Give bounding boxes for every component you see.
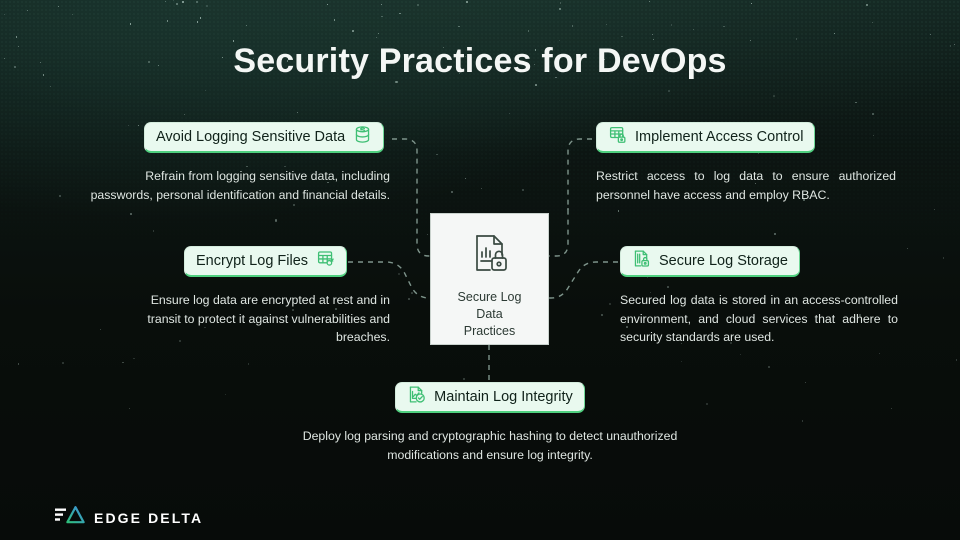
document-bar-chart-lock-icon xyxy=(468,231,512,280)
table-lock-icon xyxy=(608,125,627,149)
center-node-label-line: Practices xyxy=(463,324,516,338)
practice-description: Restrict access to log data to ensure au… xyxy=(596,169,896,202)
practice-block-avoid-logging-sensitive-data: Avoid Logging Sensitive Data Refrain fro… xyxy=(88,122,390,204)
database-icon xyxy=(353,125,372,149)
brand-logo-text: EDGE DELTA xyxy=(94,509,204,526)
badge-label: Implement Access Control xyxy=(635,129,804,145)
page-title: Security Practices for DevOps xyxy=(233,42,727,80)
center-node-label-line: Data xyxy=(476,307,503,321)
badge-encrypt-log-files[interactable]: Encrypt Log Files xyxy=(184,246,348,277)
document-lock-icon xyxy=(632,249,651,273)
edge-delta-mark-icon xyxy=(55,504,85,531)
practice-block-encrypt-log-files: Encrypt Log Files Ensure log data are en… xyxy=(118,246,390,347)
badge-implement-access-control[interactable]: Implement Access Control xyxy=(596,122,816,153)
center-node: Secure Log Data Practices xyxy=(430,213,549,345)
connector-implement-access-control xyxy=(548,138,592,257)
badge-secure-log-storage[interactable]: Secure Log Storage xyxy=(620,246,800,277)
practice-description: Refrain from logging sensitive data, inc… xyxy=(90,169,390,202)
center-node-label: Secure Log Data Practices xyxy=(458,289,522,340)
practice-block-secure-log-storage: Secure Log Storage Secured log data is s… xyxy=(620,246,898,347)
badge-label: Encrypt Log Files xyxy=(196,253,309,269)
connector-encrypt-log-files xyxy=(348,261,432,299)
center-node-label-line: Secure Log xyxy=(457,290,522,304)
connector-secure-log-storage xyxy=(548,261,618,299)
practice-description: Secured log data is stored in an access-… xyxy=(620,293,898,344)
badge-maintain-log-integrity[interactable]: Maintain Log Integrity xyxy=(395,382,585,413)
practice-block-maintain-log-integrity: Maintain Log Integrity Deploy log parsin… xyxy=(280,382,700,464)
brand-logo: EDGE DELTA xyxy=(55,504,203,531)
document-chart-check-icon xyxy=(407,385,426,409)
badge-label: Maintain Log Integrity xyxy=(434,389,573,405)
badge-label: Avoid Logging Sensitive Data xyxy=(156,129,346,145)
table-key-icon xyxy=(316,249,335,273)
badge-avoid-logging-sensitive-data[interactable]: Avoid Logging Sensitive Data xyxy=(144,122,385,153)
practice-description: Deploy log parsing and cryptographic has… xyxy=(302,429,678,462)
badge-label: Secure Log Storage xyxy=(659,253,788,269)
connector-avoid-logging xyxy=(392,138,432,257)
practice-block-implement-access-control: Implement Access Control Restrict access… xyxy=(596,122,896,204)
practice-description: Ensure log data are encrypted at rest an… xyxy=(147,293,390,344)
